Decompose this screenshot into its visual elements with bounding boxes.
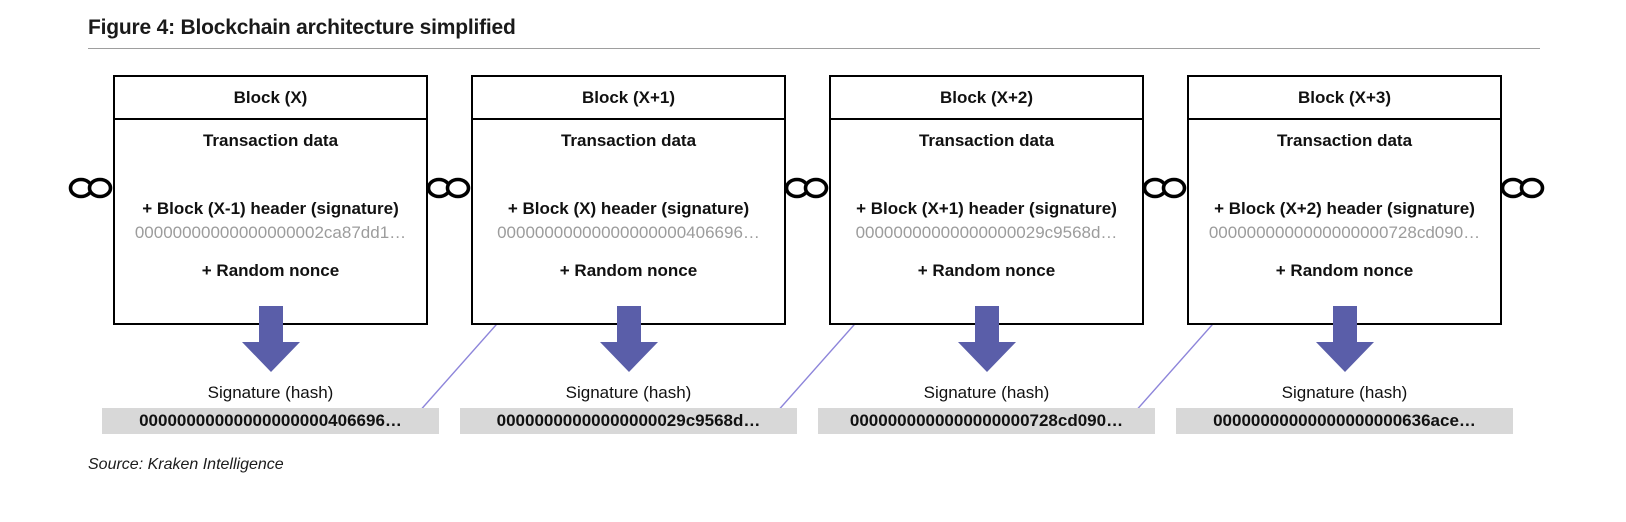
block-card: Block (X+1) Transaction data + Block (X)… xyxy=(471,75,786,372)
block-card: Block (X) Transaction data + Block (X-1)… xyxy=(113,75,428,372)
transaction-data-label: Transaction data xyxy=(202,131,339,150)
signature-hash-bar: 00000000000000000029c9568d… xyxy=(460,408,797,434)
block-title: Block (X+1) xyxy=(473,77,784,120)
signature-label: Signature (hash) xyxy=(565,383,692,402)
signature-label: Signature (hash) xyxy=(1281,383,1408,402)
block-header-hash: 00000000000000000029c9568d… xyxy=(855,223,1118,242)
signature-hash: 00000000000000000029c9568d… xyxy=(496,411,761,430)
random-nonce-label: + Random nonce xyxy=(1275,261,1414,280)
chain-link-icon xyxy=(426,177,471,199)
down-arrow-icon xyxy=(1315,306,1374,372)
signature-group: Signature (hash) 00000000000000000029c95… xyxy=(460,382,797,434)
down-arrow-icon xyxy=(957,306,1016,372)
block-header-label: + Block (X+1) header (signature) xyxy=(856,199,1117,218)
chain-link-icon xyxy=(68,177,113,199)
down-arrow-icon xyxy=(241,306,300,372)
random-nonce-label: + Random nonce xyxy=(917,261,1056,280)
block-title: Block (X+3) xyxy=(1189,77,1500,120)
block-header-label: + Block (X+2) header (signature) xyxy=(1214,199,1475,218)
transaction-data-label: Transaction data xyxy=(560,131,697,150)
signature-hash: 00000000000000000000636ace… xyxy=(1213,411,1476,430)
signature-label: Signature (hash) xyxy=(207,383,334,402)
block-header-label: + Block (X-1) header (signature) xyxy=(142,199,399,218)
block-card: Block (X+2) Transaction data + Block (X+… xyxy=(829,75,1144,372)
source-caption: Source: Kraken Intelligence xyxy=(88,456,284,473)
signature-hash-bar: 00000000000000000000406696… xyxy=(102,408,439,434)
chain-link-icon xyxy=(784,177,829,199)
block-title: Block (X) xyxy=(115,77,426,120)
signature-group: Signature (hash) 00000000000000000000636… xyxy=(1176,382,1513,434)
chain-link-icon xyxy=(1500,177,1545,199)
block-header-hash: 0000000000000000000728cd090… xyxy=(1208,223,1481,242)
transaction-data-label: Transaction data xyxy=(1276,131,1413,150)
signature-group: Signature (hash) 0000000000000000000728c… xyxy=(818,382,1155,434)
signature-hash-bar: 0000000000000000000728cd090… xyxy=(818,408,1155,434)
signature-group: Signature (hash) 00000000000000000000406… xyxy=(102,382,439,434)
block-header-hash: 00000000000000000002ca87dd1… xyxy=(134,223,407,242)
random-nonce-label: + Random nonce xyxy=(559,261,698,280)
block-card: Block (X+3) Transaction data + Block (X+… xyxy=(1187,75,1502,372)
figure-title: Figure 4: Blockchain architecture simpli… xyxy=(88,16,516,39)
down-arrow-icon xyxy=(599,306,658,372)
block-header-label: + Block (X) header (signature) xyxy=(507,199,750,218)
signature-hash-bar: 00000000000000000000636ace… xyxy=(1176,408,1513,434)
random-nonce-label: + Random nonce xyxy=(201,261,340,280)
block-title: Block (X+2) xyxy=(831,77,1142,120)
transaction-data-label: Transaction data xyxy=(918,131,1055,150)
signature-hash: 0000000000000000000728cd090… xyxy=(849,411,1124,430)
signature-hash: 00000000000000000000406696… xyxy=(139,411,402,430)
block-header-hash: 00000000000000000000406696… xyxy=(497,223,760,242)
chain-link-icon xyxy=(1142,177,1187,199)
title-divider xyxy=(88,48,1540,49)
signature-label: Signature (hash) xyxy=(923,383,1050,402)
